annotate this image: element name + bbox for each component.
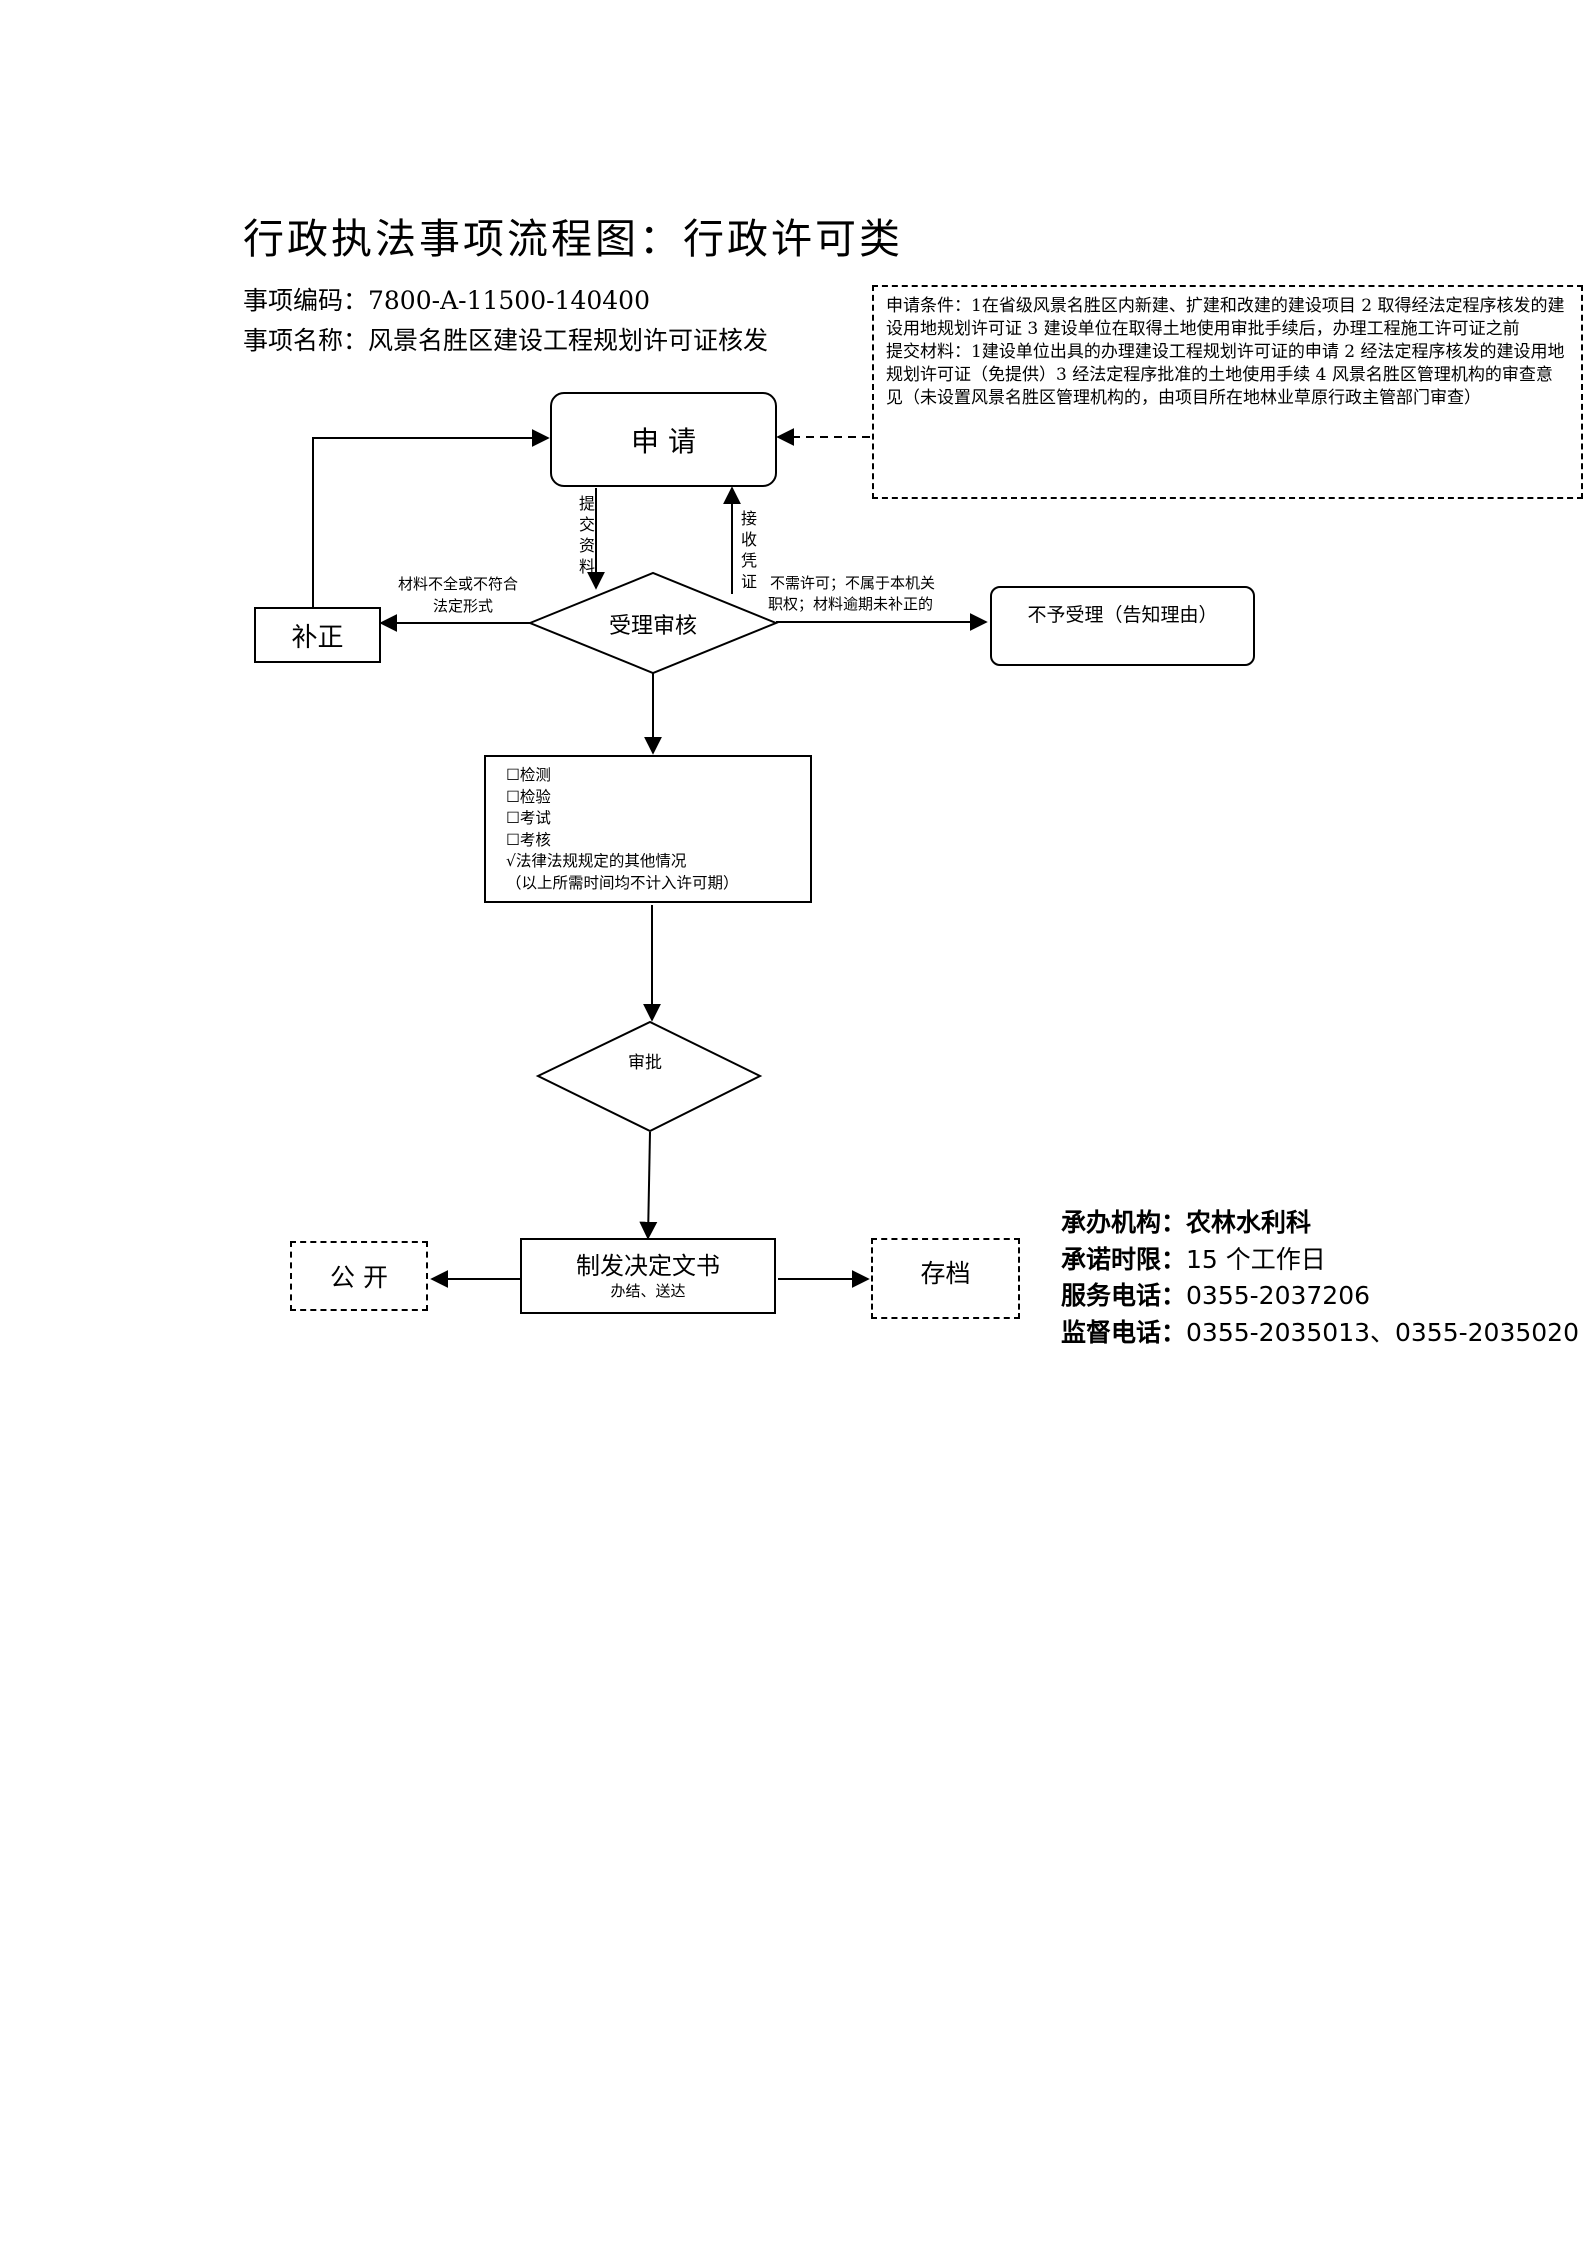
- check-item: √法律法规规定的其他情况: [506, 852, 687, 870]
- approve-diamond: [535, 1020, 763, 1133]
- approve-label: 审批: [628, 1053, 662, 1073]
- supervise-value: 0355-2035013、0355-2035020: [1186, 1318, 1579, 1347]
- publish-node: 公 开: [290, 1241, 428, 1311]
- checks-list: ☐检测 ☐检验 ☐考试 ☐考核 √法律法规规定的其他情况 （以上所需时间均不计入…: [506, 765, 739, 894]
- reject-text: 不予受理（告知理由）: [1027, 604, 1218, 626]
- time-limit: 承诺时限：15 个工作日: [1061, 1240, 1326, 1276]
- limit-label: 承诺时限：: [1061, 1245, 1187, 1274]
- supervise-phone: 监督电话：0355-2035013、0355-2035020: [1061, 1313, 1579, 1349]
- correct-node: 补正: [254, 607, 381, 663]
- service-value: 0355-2037206: [1186, 1281, 1370, 1310]
- reject-label-2: 职权；材料逾期未补正的: [768, 595, 934, 613]
- dept-label: 承办机构：: [1061, 1208, 1187, 1237]
- apply-label: 申 请: [631, 424, 696, 458]
- correct-to-apply-arrow: [312, 429, 550, 608]
- service-phone: 服务电话：0355-2037206: [1061, 1276, 1370, 1312]
- application-conditions: 申请条件：1在省级风景名胜区内新建、扩建和改建的建设项目 2 取得经法定程序核发…: [886, 296, 1565, 339]
- check-item-note: （以上所需时间均不计入许可期）: [506, 873, 739, 892]
- apply-node: 申 请: [550, 392, 777, 487]
- receipt-label: 接收凭证: [740, 509, 757, 591]
- correct-label: 补正: [291, 622, 344, 653]
- archive-node: 存档: [871, 1238, 1020, 1319]
- review-diamond: [527, 571, 779, 675]
- check-item: ☐考核: [506, 830, 551, 849]
- decision-label: 制发决定文书: [576, 1252, 720, 1280]
- reject-node: 不予受理（告知理由）: [990, 586, 1255, 666]
- handling-dept: 承办机构：农林水利科: [1061, 1203, 1311, 1239]
- decision-node: 制发决定文书 办结、送达: [520, 1238, 776, 1314]
- check-item: ☐检验: [506, 787, 551, 806]
- dept-value: 农林水利科: [1186, 1208, 1312, 1237]
- checks-node: ☐检测 ☐检验 ☐考试 ☐考核 √法律法规规定的其他情况 （以上所需时间均不计入…: [484, 755, 812, 903]
- service-label: 服务电话：: [1061, 1281, 1187, 1310]
- publish-label: 公 开: [330, 1263, 388, 1292]
- archive-label: 存档: [920, 1259, 971, 1288]
- limit-value: 15 个工作日: [1186, 1245, 1326, 1274]
- reject-label-1: 不需许可；不属于本机关: [770, 574, 936, 592]
- submit-label: 提交资料: [578, 494, 595, 576]
- review-label: 受理审核: [608, 614, 697, 639]
- submission-materials: 提交材料：1建设单位出具的办理建设工程规划许可证的申请 2 经法定程序核发的建设…: [886, 342, 1565, 408]
- check-item: ☐检测: [506, 766, 551, 784]
- page-title: 行政执法事项流程图：行政许可类: [243, 215, 903, 263]
- check-item: ☐考试: [506, 809, 551, 827]
- approve-to-decision-arrow: [639, 1131, 658, 1240]
- incomplete-label-1: 材料不全或不符合: [398, 575, 519, 593]
- incomplete-label-2: 法定形式: [433, 597, 494, 615]
- item-code: 事项编码：7800-A-11500-140400: [243, 286, 650, 315]
- requirements-note: 申请条件：1在省级风景名胜区内新建、扩建和改建的建设项目 2 取得经法定程序核发…: [872, 285, 1583, 499]
- supervise-label: 监督电话：: [1061, 1318, 1187, 1347]
- decision-sublabel: 办结、送达: [610, 1282, 686, 1300]
- item-name: 事项名称：风景名胜区建设工程规划许可证核发: [243, 326, 769, 355]
